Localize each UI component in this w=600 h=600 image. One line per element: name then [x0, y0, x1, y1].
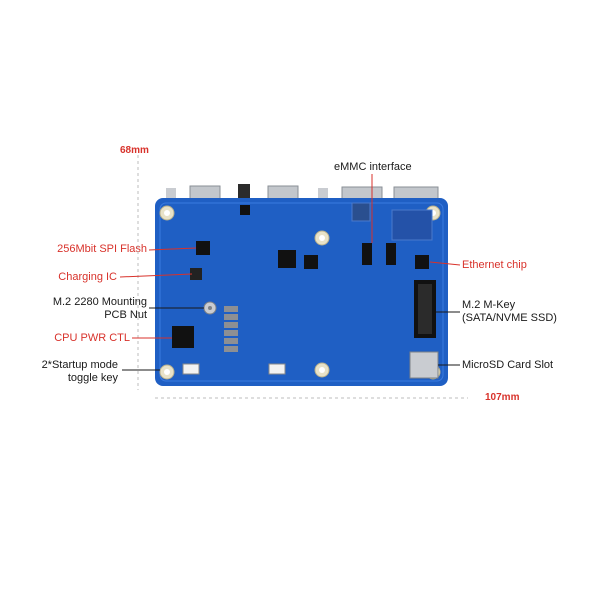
- startup-toggle-key: [182, 363, 200, 375]
- mount-hole-inner: [164, 210, 170, 216]
- chip: [304, 255, 318, 269]
- shield-area: [351, 202, 371, 222]
- emmc-connector: [362, 243, 372, 265]
- spi-flash-leader: [148, 247, 197, 251]
- width-dimension-label: 107mm: [485, 392, 520, 403]
- height-dimension-label: 68mm: [120, 145, 149, 156]
- m2-mounting-nut-line1: M.2 2280 Mounting: [52, 296, 147, 308]
- charging-ic-chip: [190, 268, 202, 280]
- m2-mounting-nut-label: M.2 2280 Mounting PCB Nut: [53, 296, 147, 322]
- microsd-slot: [409, 351, 439, 379]
- cpu-pwr-chip: [172, 326, 194, 348]
- usb-connector: [166, 188, 176, 202]
- ethernet-area: [391, 209, 433, 241]
- startup-mode-line2: toggle key: [67, 372, 118, 384]
- ethernet-leader: [429, 261, 461, 266]
- emmc-connector-2: [386, 243, 396, 265]
- usb-connector-2: [318, 188, 328, 202]
- spi-flash-label: 256Mbit SPI Flash: [57, 243, 147, 255]
- chip: [278, 250, 296, 268]
- charging-ic-leader: [119, 273, 193, 278]
- small-chip: [240, 205, 250, 215]
- emmc-interface-label: eMMC interface: [334, 161, 412, 173]
- m2-mounting-nut-line2: PCB Nut: [104, 309, 147, 321]
- spi-flash-chip: [196, 241, 210, 255]
- m2-m-key-line2: (SATA/NVME SSD): [462, 312, 557, 324]
- m2-m-key-line1: M.2 M-Key: [462, 299, 516, 311]
- startup-mode-line1: 2*Startup mode: [41, 359, 118, 371]
- pcb-edge: [159, 202, 444, 382]
- ethernet-chip-label: Ethernet chip: [462, 259, 527, 271]
- microsd-slot-label: MicroSD Card Slot: [462, 359, 554, 371]
- startup-mode-label: 2*Startup mode toggle key: [42, 359, 118, 385]
- ethernet-chip: [415, 255, 429, 269]
- power-inductors: [224, 306, 238, 352]
- audio-jack: [238, 184, 250, 202]
- charging-ic-label: Charging IC: [58, 271, 117, 283]
- cpu-pwr-ctl-label: CPU PWR CTL: [54, 332, 130, 344]
- startup-toggle-key-2: [268, 363, 286, 375]
- m2-m-key-label: M.2 M-Key (SATA/NVME SSD): [462, 299, 557, 325]
